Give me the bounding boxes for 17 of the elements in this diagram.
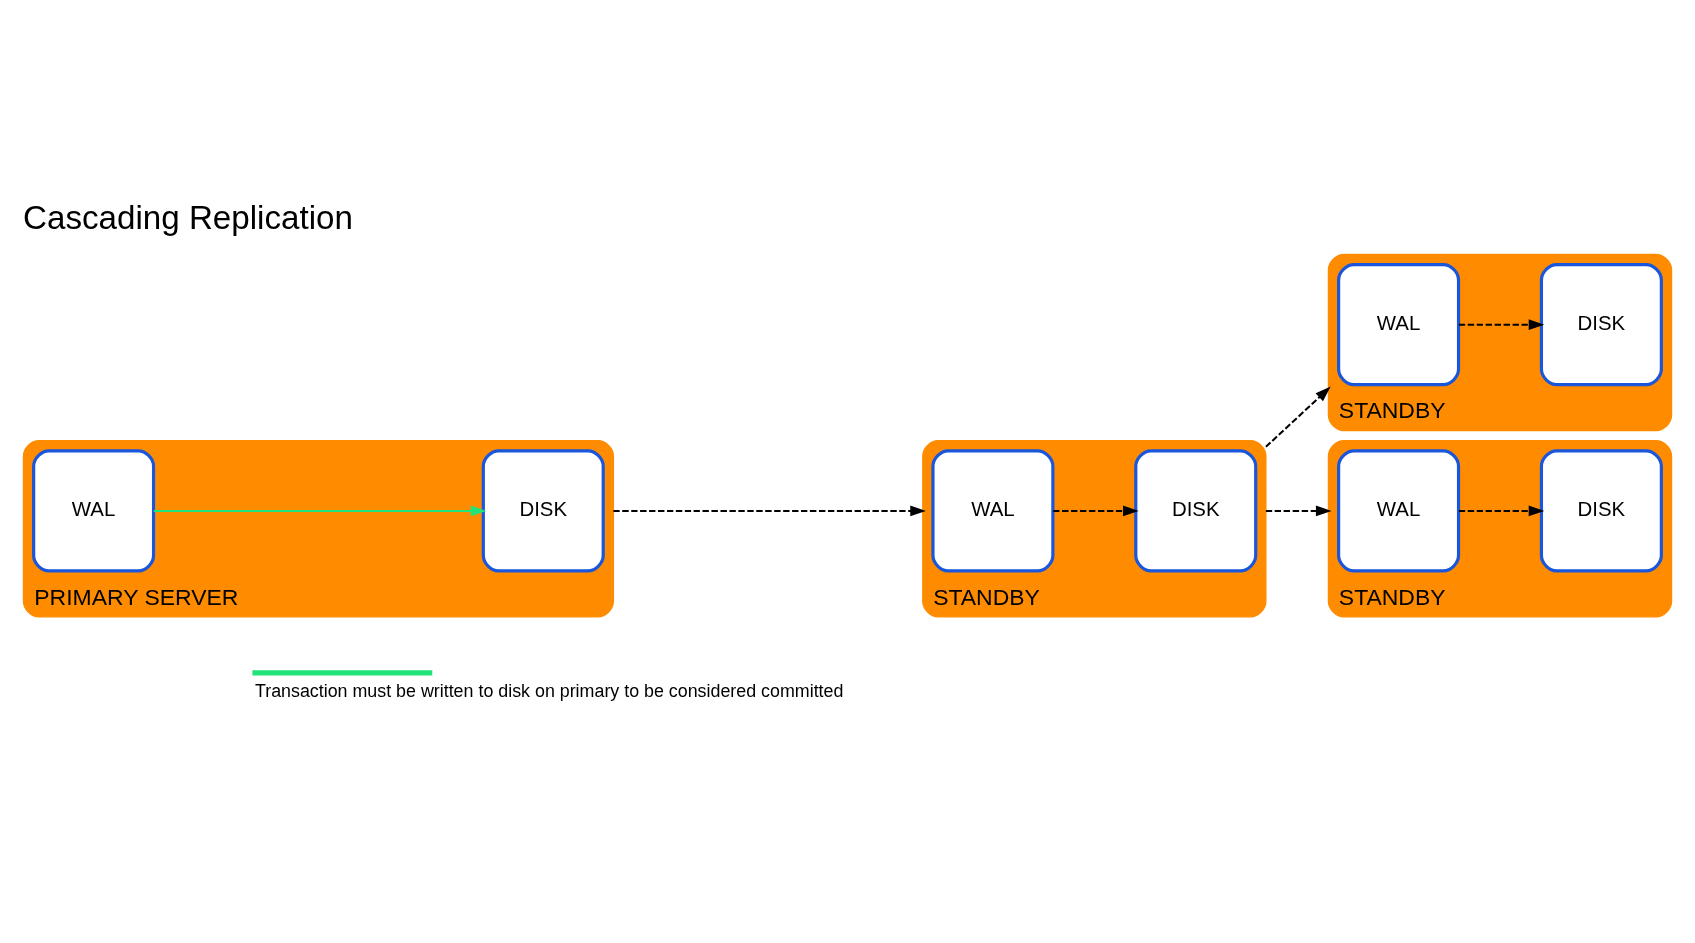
node-box: WAL — [1337, 448, 1461, 572]
legend-label: Transaction must be written to disk on primary to be considered committed — [254, 680, 844, 701]
arrow — [613, 504, 926, 516]
diagram-title: Cascading Replication — [23, 198, 353, 236]
arrow — [1265, 386, 1331, 448]
arrow — [1458, 318, 1545, 330]
arrow — [153, 504, 487, 516]
arrow — [1053, 504, 1139, 516]
node-box: DISK — [1539, 262, 1663, 386]
node-box: WAL — [32, 448, 156, 572]
arrow — [1458, 504, 1545, 516]
node-box: DISK — [1134, 448, 1258, 572]
node-box: WAL — [1337, 262, 1461, 386]
node-box: DISK — [481, 448, 605, 572]
arrow — [1265, 504, 1332, 516]
node-box: WAL — [931, 448, 1055, 572]
node-box: DISK — [1539, 448, 1663, 572]
